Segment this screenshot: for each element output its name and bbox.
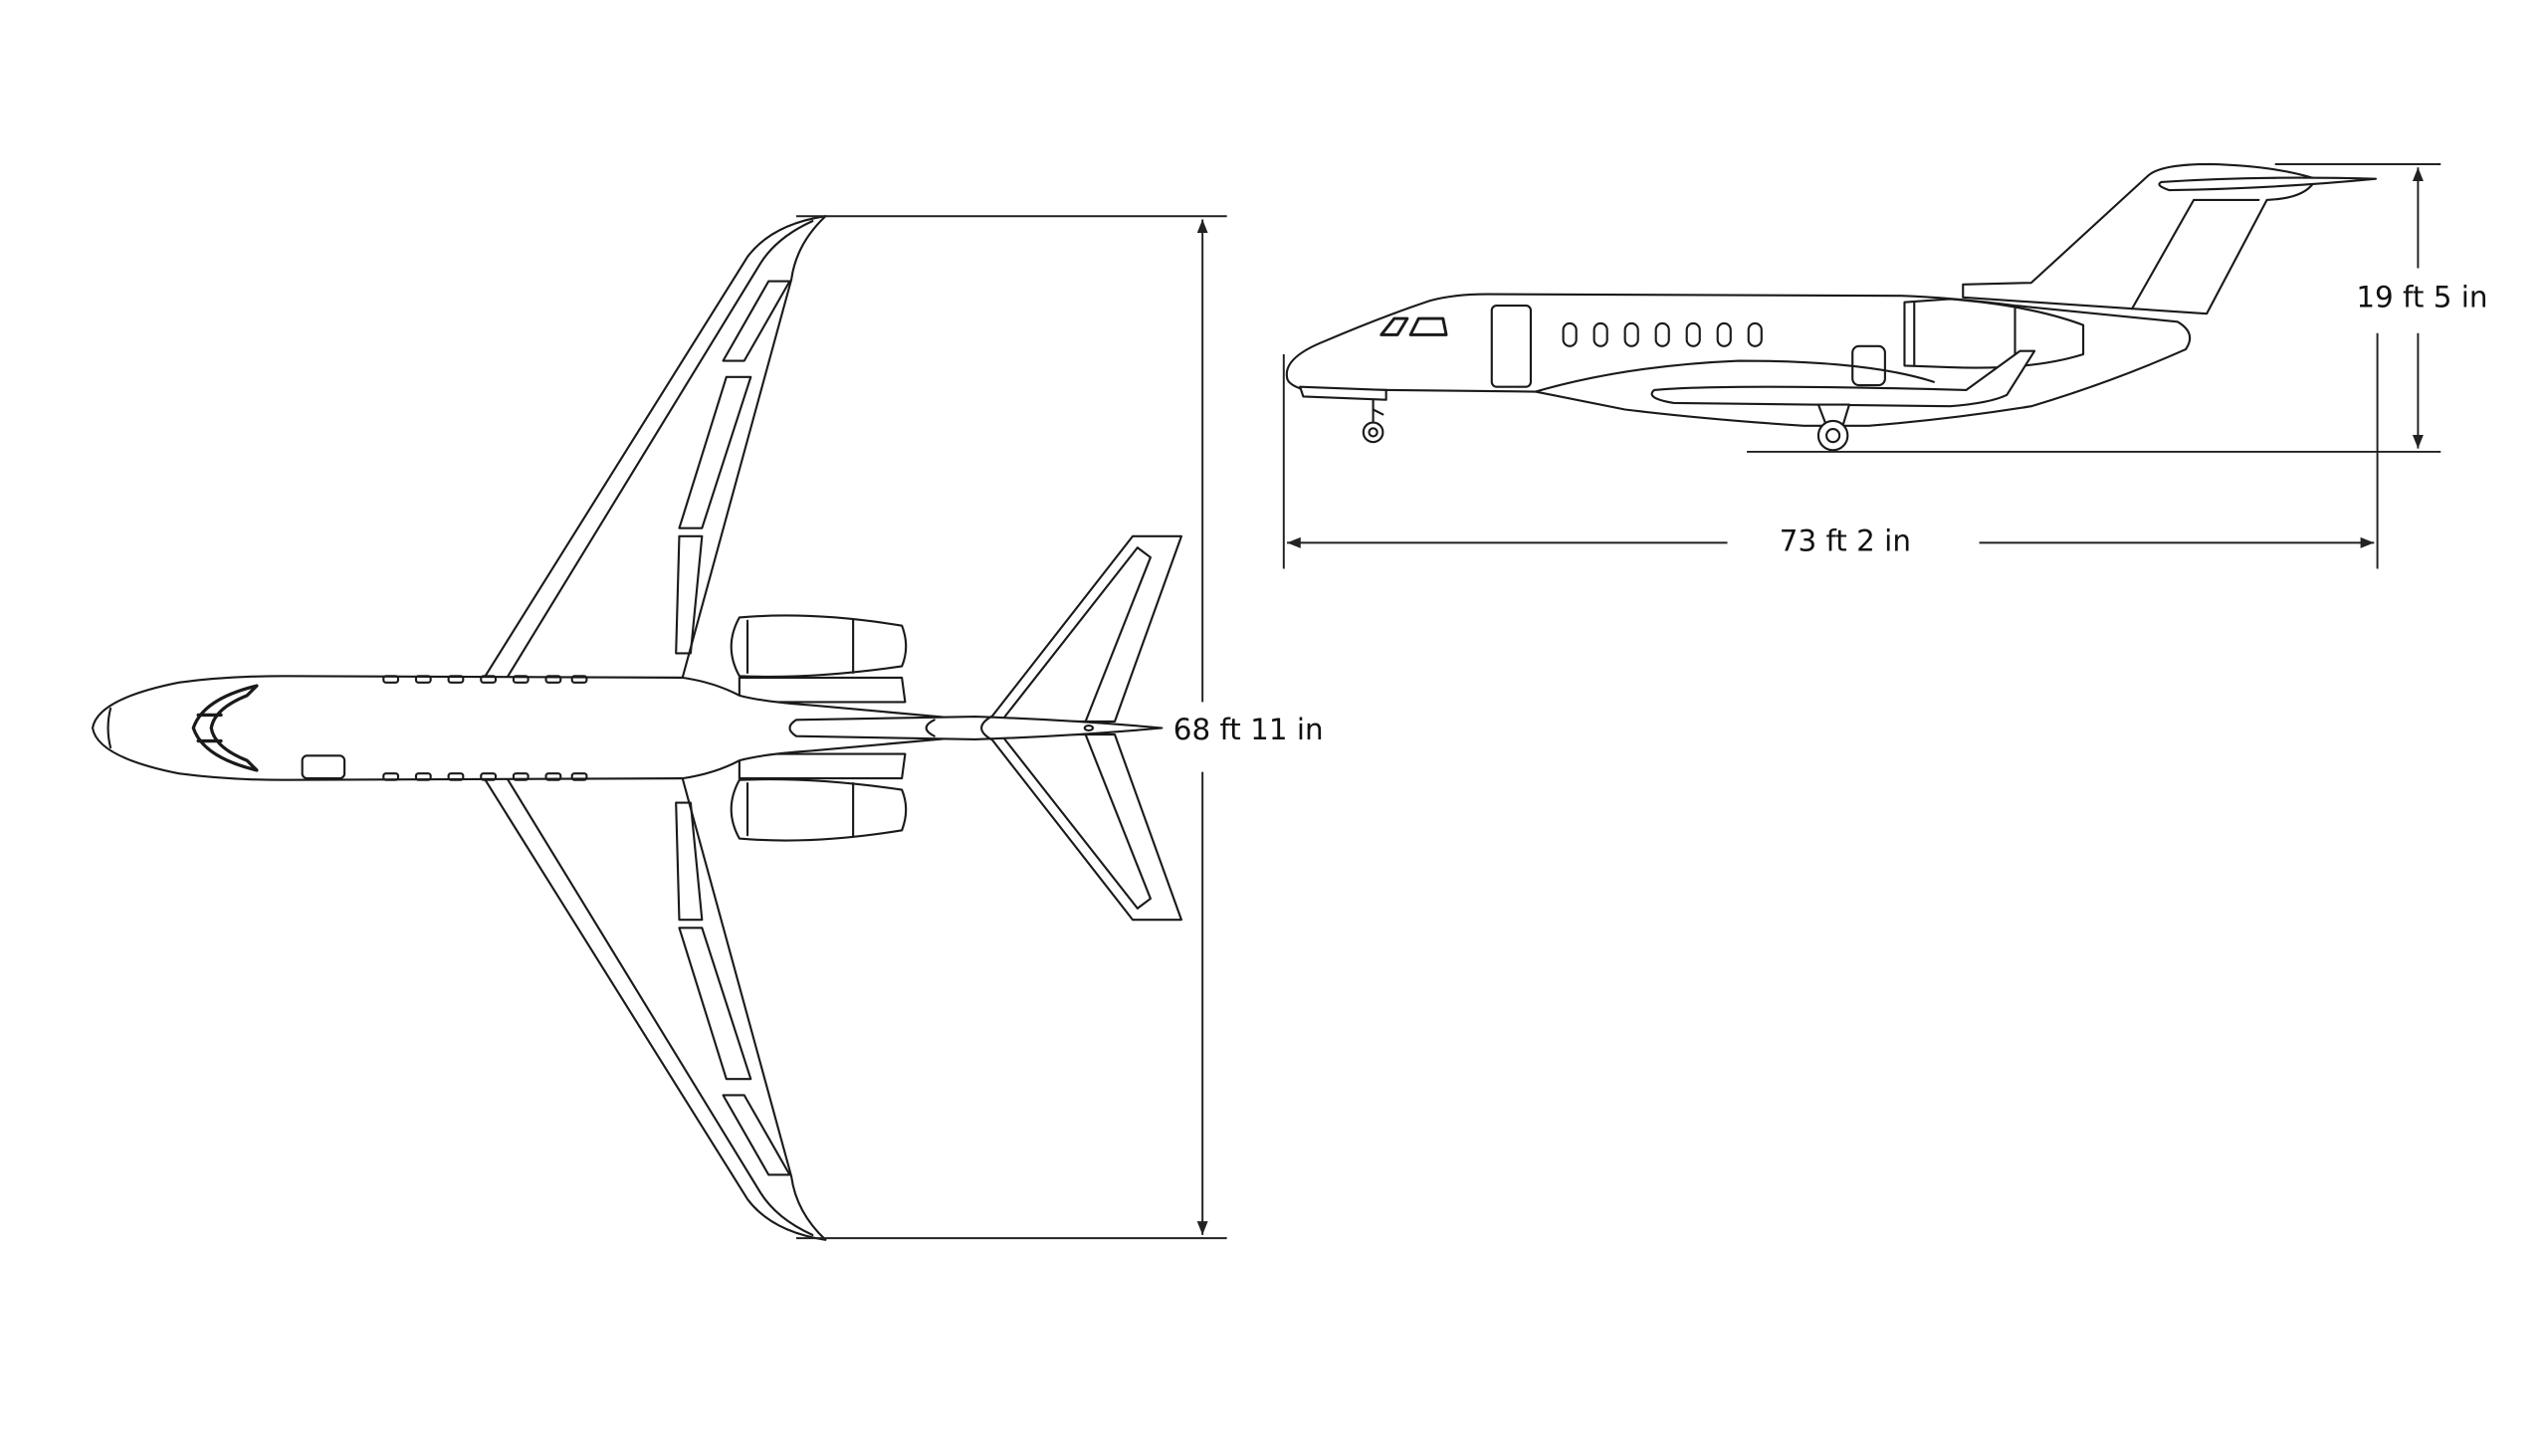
upper-stabilizer <box>986 534 1182 724</box>
upper-wing <box>483 215 827 679</box>
side-view-aircraft <box>1285 162 2378 452</box>
height-dimension: 19 ft 5 in <box>1747 162 2488 453</box>
height-label: 19 ft 5 in <box>2356 281 2487 314</box>
cabin-windows-top <box>382 675 588 781</box>
wingspan-dimension: 68 ft 11 in <box>796 215 1324 1240</box>
wing-side <box>1650 349 2036 408</box>
upper-engine <box>730 614 908 678</box>
lower-wing <box>483 777 827 1241</box>
length-dimension: 73 ft 2 in <box>1282 332 2379 569</box>
cabin-door <box>1490 304 1533 388</box>
main-gear-wheel <box>1816 419 1849 452</box>
lower-engine <box>730 778 908 842</box>
top-view-aircraft <box>92 215 1182 1241</box>
cockpit-windows <box>191 684 259 772</box>
lower-stabilizer <box>986 732 1182 922</box>
nose-gear-wheel <box>1362 421 1384 444</box>
wingspan-label: 68 ft 11 in <box>1173 713 1324 746</box>
vertical-tail <box>1962 162 2317 315</box>
cabin-windows-side <box>1562 321 1763 347</box>
engine-side <box>1903 298 2085 369</box>
vertical-tail-top <box>788 716 1164 740</box>
horizontal-tail-side <box>2158 176 2378 192</box>
length-label: 73 ft 2 in <box>1780 524 1911 558</box>
